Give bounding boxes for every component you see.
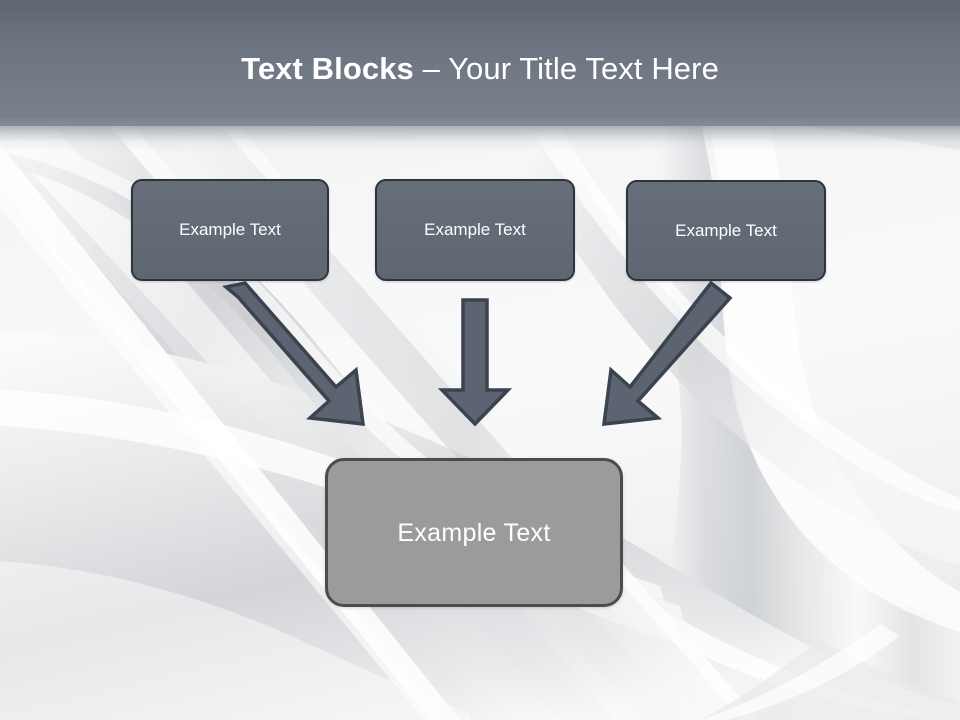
page-title-bold: Text Blocks xyxy=(241,51,423,86)
text-block-result[interactable]: Example Text xyxy=(325,458,623,607)
page-title-regular: – Your Title Text Here xyxy=(422,51,719,86)
text-block-1[interactable]: Example Text xyxy=(131,179,329,281)
text-block-3-label: Example Text xyxy=(675,220,777,240)
text-block-2[interactable]: Example Text xyxy=(375,179,575,281)
text-block-result-label: Example Text xyxy=(397,518,551,547)
text-block-2-label: Example Text xyxy=(424,220,526,239)
page-title: Text Blocks – Your Title Text Here xyxy=(0,50,960,88)
text-block-3[interactable]: Example Text xyxy=(626,180,826,281)
text-block-1-label: Example Text xyxy=(179,220,281,239)
title-band xyxy=(0,0,960,126)
